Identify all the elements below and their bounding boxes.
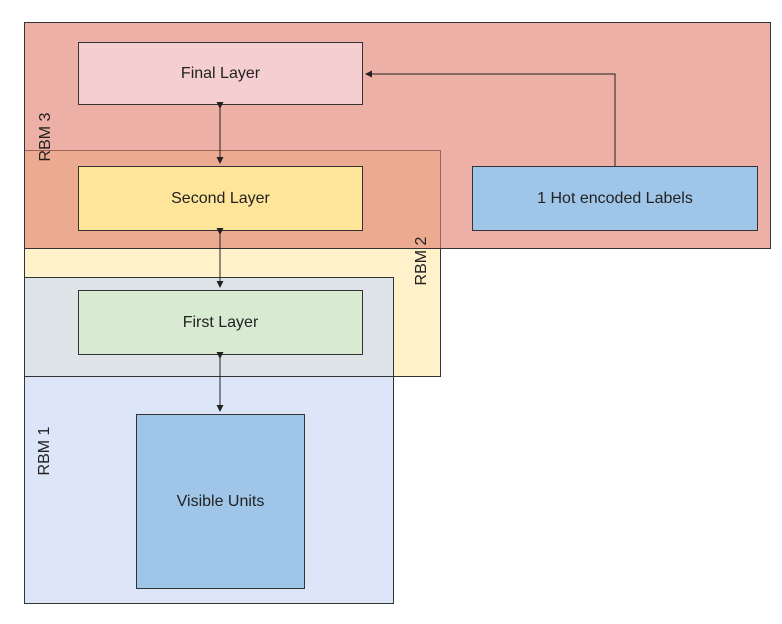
rbm2-label: RBM 2 [413,236,430,286]
rbm1-label: RBM 1 [36,426,53,476]
rbm3-label: RBM 3 [37,112,54,162]
final-layer-label: Final Layer [180,64,261,82]
first-layer-label: First Layer [182,313,259,331]
labels-node: 1 Hot encoded Labels [472,166,758,231]
first-layer-node: First Layer [78,290,363,355]
labels-node-label: 1 Hot encoded Labels [537,189,693,207]
second-layer-node: Second Layer [78,166,363,231]
visible-units-node: Visible Units [136,414,305,589]
visible-units-label: Visible Units [176,492,265,510]
second-layer-label: Second Layer [171,189,270,207]
final-layer-node: Final Layer [78,42,363,105]
